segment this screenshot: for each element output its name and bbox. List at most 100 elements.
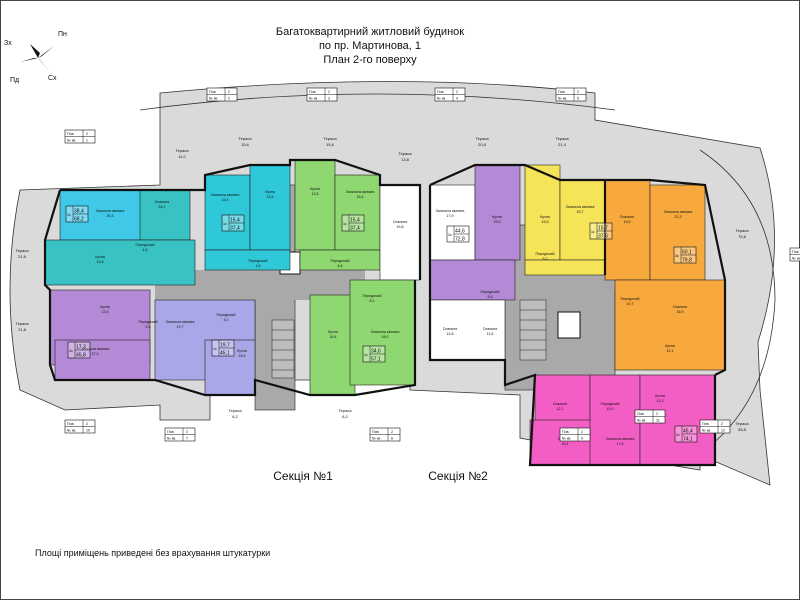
apartment-violet-right — [429, 164, 521, 301]
room-area: 18,0 — [382, 335, 389, 339]
room-name: Передпокій — [363, 294, 382, 298]
apartment-room-count: 3к — [675, 254, 679, 258]
apartment-total-area: 74,1 — [683, 437, 693, 443]
room-area: 19,7 — [177, 325, 184, 329]
room-area: 4,2 — [224, 318, 229, 322]
room-name: Кухня — [665, 344, 675, 348]
tag-apt-label: № кв. — [562, 437, 571, 441]
apartment-living-area: 38,4 — [74, 209, 84, 215]
tag-floor-label: Пов. — [209, 90, 217, 94]
terrace-label: Тераса — [735, 228, 749, 233]
section-2-label: Секція №2 — [428, 469, 488, 483]
section-1-label: Секція №1 — [273, 469, 333, 483]
apartment-total-area: 72,8 — [455, 237, 465, 243]
room-name: Спальня — [393, 220, 407, 224]
outer-walls — [43, 158, 727, 467]
apartment-living-area: 50,1 — [682, 250, 692, 256]
room-area: 17,3 — [92, 352, 99, 356]
terrace-label: Тераса — [475, 136, 489, 141]
room-name: Кухня — [237, 349, 247, 353]
tag-apt-value: 7 — [186, 437, 188, 441]
apartment-green-bottom — [309, 279, 416, 396]
room-area: 4,6 — [256, 264, 261, 268]
terrace-label: Тераса — [238, 136, 252, 141]
apartment-tag: Пов.2№ кв.2 — [206, 87, 238, 102]
terrace-area: 55,8 — [738, 427, 747, 432]
title-line-1: Багатоквартирний житловий будинок — [276, 26, 464, 38]
room-area: 12,1 — [557, 407, 564, 411]
apartment-room-count: 2к — [67, 213, 71, 217]
room-name: Загальна кімната — [664, 210, 693, 214]
tag-floor-label: Пов. — [637, 412, 645, 416]
room-area: 15,5 — [542, 220, 549, 224]
tag-floor-label: Пов. — [67, 422, 75, 426]
tag-apt-value: 11 — [656, 419, 660, 423]
tag-floor-value: 2 — [391, 430, 393, 434]
tag-apt-label: № кв. — [67, 139, 76, 143]
apartment-room-count: 1к — [591, 230, 595, 234]
room-area: 12,1 — [667, 349, 674, 353]
terrace-label: Тераса — [555, 136, 569, 141]
apartment-cyan-top — [204, 164, 291, 271]
apartment-tag: Пов. 2 № кв. 10 — [64, 419, 96, 434]
tag-floor-value: 2 — [328, 90, 330, 94]
room-name: Передпокій — [331, 259, 350, 263]
apartment-total-area: 37,4 — [230, 226, 240, 232]
room-area: 4,5 — [143, 248, 148, 252]
room-name: Кухня — [310, 187, 320, 191]
room-name: Спальня — [443, 327, 457, 331]
compass-arrow-w — [20, 58, 38, 62]
tag-apt-value: 10 — [86, 429, 90, 433]
room-area: 18,4 — [330, 335, 337, 339]
tag-apt-value: 2 — [228, 97, 230, 101]
tag-apt-label: № кв. — [209, 97, 218, 101]
apartment-total-area: 57,1 — [371, 357, 381, 363]
apartment-tag: Пов.2№ кв.3 — [306, 87, 338, 102]
apartment-summaries: 2к38,468,21к15,437,41к15,437,42к44,672,8… — [65, 205, 698, 443]
room-name: Кухня — [100, 305, 110, 309]
terrace-label: Тераса — [338, 408, 352, 413]
tag-floor-value: 2 — [86, 422, 88, 426]
terrace-area: 15,6 — [326, 142, 335, 147]
room-name: Загальна кімната — [371, 330, 400, 334]
apartment-tag: Пов.2№ кв.12 — [699, 419, 731, 434]
room-area: 10,0 — [607, 407, 614, 411]
terrace-label: Тераса — [323, 136, 337, 141]
compass-arrow-se — [38, 58, 50, 72]
tag-floor-label: Пов. — [702, 422, 710, 426]
apartment-living-area: 15,4 — [350, 218, 360, 224]
terrace-label: Тераса — [735, 421, 749, 426]
room-area: 9,5 — [488, 295, 493, 299]
tag-floor-value: 2 — [186, 430, 188, 434]
tag-floor-label: Пов. — [372, 430, 380, 434]
room-area: 5,4 — [146, 325, 151, 329]
terrace-label: Тераса — [228, 408, 242, 413]
room-area: 8,1 — [370, 299, 375, 303]
compass-e: Сх — [48, 75, 57, 82]
room-area: 15,4 — [562, 442, 569, 446]
room-area: 11,5 — [487, 332, 494, 336]
tag-apt-label: № кв. — [67, 429, 76, 433]
compass-arrow-sw — [22, 58, 38, 74]
terrace-labels: Тераса 11,0 Тераса 15,6 Тераса 15,6 Тера… — [15, 136, 749, 432]
tag-apt-label: № кв. — [167, 437, 176, 441]
room-area: 17,9 — [447, 214, 454, 218]
room-area: 15,0 — [494, 220, 501, 224]
tag-floor-label: Пов. — [437, 90, 445, 94]
room-area: 15,8 — [397, 225, 404, 229]
tag-apt-label: № кв. — [309, 97, 318, 101]
room-name: Спальня — [483, 327, 497, 331]
apartment-room-count: 1к — [213, 347, 217, 351]
terrace-area: 11,0 — [178, 154, 186, 159]
apartment-room-count: 1к — [343, 222, 347, 226]
tag-apt-value: 8 — [391, 437, 393, 441]
apartment-total-area: 68,2 — [74, 217, 84, 223]
compass-s: Пд — [10, 77, 19, 84]
room-name: Спальня — [155, 200, 169, 204]
